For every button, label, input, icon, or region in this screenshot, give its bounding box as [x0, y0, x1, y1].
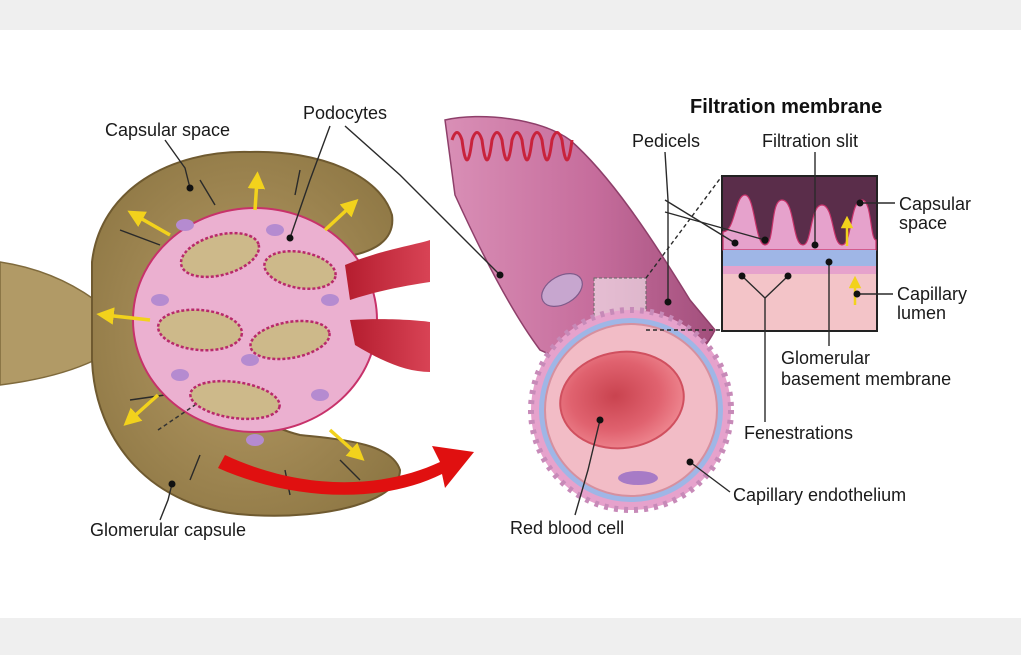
capsule-cell-lines: [119, 169, 361, 496]
label-pedicels: Pedicels: [632, 131, 700, 151]
red-blood-cell-shape: [559, 350, 685, 450]
label-filtration-slit: Filtration slit: [762, 131, 858, 151]
label-gbm-line1: Glomerular: [781, 348, 870, 368]
zoom-line-top: [645, 175, 723, 279]
label-capillary-endothelium: Capillary endothelium: [733, 485, 906, 505]
endothelial-nucleus: [618, 471, 658, 485]
filtration-membrane-inset: [721, 175, 878, 332]
label-glomerular-capsule: Glomerular capsule: [90, 520, 246, 540]
capillary-illustration: [444, 115, 734, 513]
cross-section: [528, 307, 734, 513]
leader-lines: [159, 125, 895, 521]
capillary-loops: [156, 231, 337, 421]
glomerulus-illustration: [0, 150, 474, 517]
inset-endothelium: [723, 266, 876, 274]
section-cut-line: [157, 404, 196, 431]
tube-podocyte-fringe: [450, 131, 574, 162]
inset-basement-membrane: [723, 250, 876, 266]
filtrate-arrows: [96, 171, 365, 461]
efferent-arteriole: [350, 319, 430, 372]
podocyte-nuclei: [151, 219, 339, 446]
flow-arrow: [218, 446, 474, 495]
label-inset-capsular-space-line2: space: [899, 213, 947, 233]
label-fenestrations: Fenestrations: [744, 423, 853, 443]
label-gbm-line2: basement membrane: [781, 369, 951, 389]
diagram-title: Filtration membrane: [690, 96, 882, 118]
cut-process: [541, 273, 583, 307]
label-capillary-lumen-line1: Capillary: [897, 284, 967, 304]
label-inset-capsular-space-line1: Capsular: [899, 194, 971, 214]
label-capillary-lumen-line2: lumen: [897, 303, 946, 323]
label-podocytes: Podocytes: [303, 103, 387, 123]
afferent-arteriole: [345, 240, 430, 300]
label-capsular-space: Capsular space: [105, 120, 230, 140]
label-red-blood-cell: Red blood cell: [510, 518, 624, 538]
